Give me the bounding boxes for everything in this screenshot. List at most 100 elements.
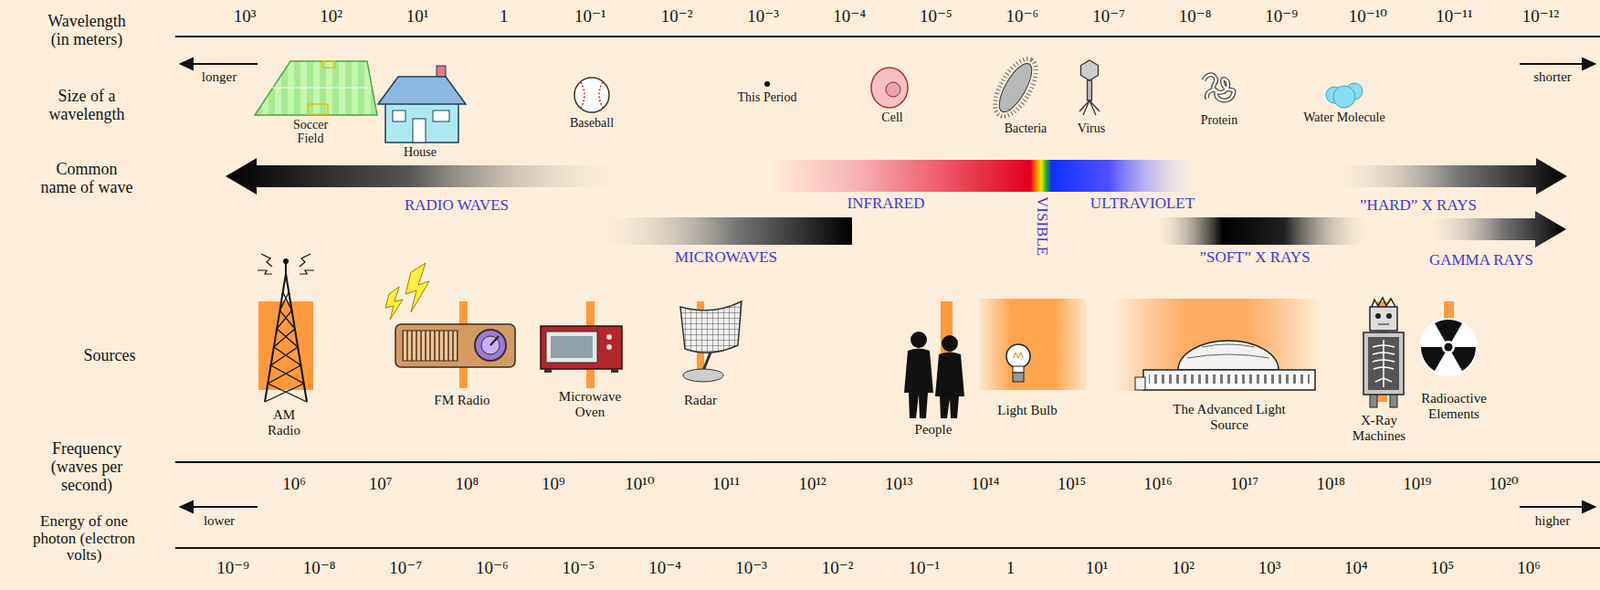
virus-part bbox=[1081, 60, 1099, 81]
x-ray-machine-part-part bbox=[1372, 345, 1395, 369]
people-part-part bbox=[935, 352, 965, 420]
fm-radio-part bbox=[474, 329, 506, 361]
fm-radio-part bbox=[481, 336, 500, 355]
radioactive-symbol-part bbox=[1419, 317, 1478, 377]
fm-radio-part bbox=[402, 330, 458, 361]
energy-value: 10⁶ bbox=[1499, 558, 1558, 579]
baseball bbox=[574, 77, 610, 113]
direction-arrows-part bbox=[189, 63, 258, 65]
energy-value: 10² bbox=[1154, 558, 1213, 579]
microwave-oven-part bbox=[540, 326, 622, 369]
size-example-label: Bacteria bbox=[989, 121, 1063, 136]
x-ray-machine-part bbox=[1368, 336, 1400, 390]
direction-arrows-part bbox=[189, 505, 258, 508]
microwave-oven-part bbox=[606, 344, 612, 350]
house-part bbox=[412, 118, 426, 143]
people-part bbox=[910, 331, 927, 348]
protein-part bbox=[1203, 74, 1234, 101]
direction-arrows-part bbox=[180, 501, 193, 513]
virus-part bbox=[1083, 100, 1096, 116]
direction-arrows-part bbox=[1519, 63, 1586, 65]
source-label: FM Radio bbox=[421, 392, 504, 409]
protein-part bbox=[1203, 74, 1234, 101]
microwave-oven-part bbox=[550, 336, 593, 358]
wave-name: GAMMA RAYS bbox=[1429, 252, 1534, 270]
advanced-light-source-part bbox=[1135, 377, 1146, 390]
source-label: Microwave Oven bbox=[548, 389, 632, 420]
x-ray-machine-part bbox=[1372, 339, 1395, 388]
band-graphic bbox=[1152, 217, 1377, 278]
frequency-value: 10¹⁷ bbox=[1215, 474, 1274, 495]
wave-band: RADIO WAVES bbox=[223, 157, 640, 223]
x-ray-machine-part-part bbox=[1382, 339, 1385, 388]
wavelength-value: 10⁻¹⁰ bbox=[1338, 7, 1398, 27]
wavelength-value: 10¹ bbox=[388, 7, 447, 27]
advanced-light-source-part bbox=[1112, 298, 1322, 391]
soccer-field-part bbox=[307, 104, 328, 115]
frequency-value: 10⁸ bbox=[437, 474, 496, 495]
size-example-label: Soccer Field bbox=[283, 117, 338, 147]
house-part bbox=[432, 110, 450, 122]
people bbox=[904, 301, 965, 419]
axis-header: Wavelength (in meters) bbox=[41, 12, 133, 50]
gradient-band bbox=[1324, 157, 1568, 195]
water-molecule bbox=[1326, 83, 1363, 108]
frequency-value: 10¹⁵ bbox=[1042, 474, 1101, 495]
soccer-field-part bbox=[322, 61, 336, 68]
x-ray-machine-part bbox=[1386, 313, 1392, 319]
radioactive-symbol-part-part bbox=[1434, 319, 1463, 342]
am-radio-tower-part-part bbox=[299, 270, 315, 274]
axis-header: Frequency (waves per second) bbox=[44, 440, 129, 495]
wavelength-value: 10⁻¹ bbox=[560, 7, 620, 27]
x-ray-machine-part bbox=[1363, 332, 1404, 395]
microwave-oven bbox=[540, 301, 622, 389]
radar-part bbox=[683, 368, 724, 382]
wavelength-value: 1 bbox=[474, 7, 534, 27]
advanced-light-source-part bbox=[1187, 344, 1270, 358]
frequency-value: 10¹⁴ bbox=[956, 474, 1015, 495]
energy-value: 10⁻⁴ bbox=[635, 558, 695, 579]
frequency-value: 10¹⁰ bbox=[610, 474, 669, 495]
protein bbox=[1203, 74, 1234, 101]
wavelength-value: 10⁻¹¹ bbox=[1424, 7, 1484, 27]
cell-part bbox=[871, 67, 908, 108]
radioactive-symbol-part-part bbox=[1421, 347, 1446, 371]
energy-value: 10⁻⁹ bbox=[203, 558, 263, 579]
wavelength-value: 10⁻⁹ bbox=[1252, 7, 1311, 27]
radar-part bbox=[680, 301, 742, 353]
am-radio-tower-part bbox=[258, 301, 314, 390]
bacteria-part bbox=[987, 52, 1045, 124]
wave-name: MICROWAVES bbox=[674, 249, 778, 267]
wavelength-value: 10⁻¹² bbox=[1511, 7, 1570, 27]
light-bulb-part bbox=[978, 298, 1087, 390]
am-radio-tower-part-part bbox=[284, 263, 287, 274]
source-label: Radar bbox=[673, 392, 728, 409]
axis-header: Sources bbox=[63, 347, 156, 366]
am-radio-tower-part bbox=[283, 258, 289, 264]
source-label: Radioactive Elements bbox=[1412, 390, 1495, 422]
frequency-value: 10¹³ bbox=[869, 474, 928, 495]
virus-part bbox=[1087, 80, 1093, 101]
direction-arrows-part bbox=[180, 58, 193, 70]
x-ray-machine-part-part bbox=[1375, 378, 1392, 382]
size-example-label: Protein bbox=[1187, 113, 1252, 127]
frequency-value: 10¹⁸ bbox=[1301, 474, 1360, 495]
am-radio-tower-part bbox=[257, 253, 315, 402]
advanced-light-source-part bbox=[1178, 340, 1279, 370]
am-radio-tower-part-part bbox=[267, 292, 307, 402]
x-ray-machine-part bbox=[1378, 324, 1390, 326]
direction-arrows-part bbox=[1519, 505, 1586, 508]
direction-label: lower bbox=[187, 513, 252, 529]
radar bbox=[680, 301, 742, 382]
gradient-band bbox=[591, 217, 853, 245]
frequency-value: 10¹² bbox=[783, 474, 843, 495]
wavelength-value: 10⁻⁵ bbox=[906, 7, 966, 27]
microwave-oven-part bbox=[546, 331, 598, 363]
light-bulb bbox=[978, 298, 1087, 390]
soccer-field-part bbox=[272, 87, 372, 89]
fm-radio-part bbox=[405, 263, 430, 313]
wave-name: ”HARD” X RAYS bbox=[1359, 197, 1477, 215]
